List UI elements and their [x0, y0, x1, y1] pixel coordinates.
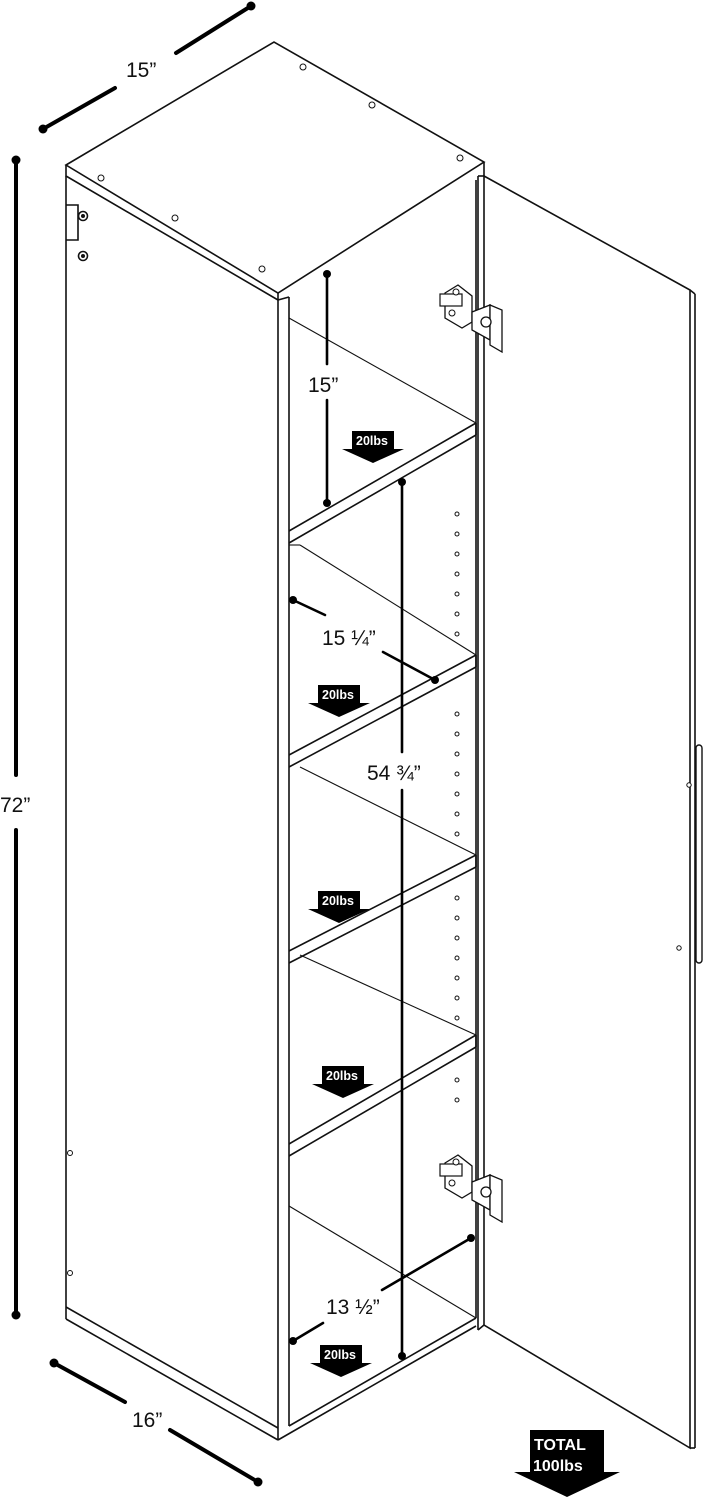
- door-handle: [676, 744, 703, 964]
- total-load-line2: 100lbs: [533, 1458, 583, 1475]
- hinge-bottom: [439, 1154, 503, 1224]
- shelf-2: [288, 544, 477, 768]
- dimension-top-depth: 15”: [38, 1, 256, 134]
- dimension-bottom-compartment-label: 13 ½”: [326, 1296, 380, 1319]
- svg-text:20lbs: 20lbs: [322, 688, 354, 702]
- bottom-compartment-back: [288, 1205, 477, 1319]
- hinge-top: [439, 284, 503, 354]
- dimension-top-compartment-label: 15”: [308, 374, 338, 397]
- load-badge-shelf-3: 20lbs: [308, 891, 370, 923]
- dimension-shelf-spacing: 15 ¼”: [289, 596, 439, 684]
- svg-text:20lbs: 20lbs: [326, 1069, 358, 1083]
- dimension-bottom-width: 16”: [49, 1358, 263, 1487]
- dimension-shelf-spacing-label: 15 ¼”: [322, 627, 376, 650]
- dimension-top-compartment: 15”: [308, 270, 338, 507]
- total-load-line1: TOTAL: [534, 1437, 586, 1454]
- dimension-height: 72”: [0, 155, 30, 1320]
- load-badge-shelf-4: 20lbs: [312, 1066, 374, 1098]
- dimension-top-depth-label: 15”: [126, 59, 156, 82]
- shelf-1: [288, 317, 477, 544]
- total-load-badge: TOTAL 100lbs: [514, 1430, 620, 1497]
- shelf-pin-holes: [454, 511, 460, 1103]
- cabinet-top-panel: [64, 41, 486, 301]
- dimension-height-label: 72”: [0, 794, 30, 817]
- load-badge-shelf-1: 20lbs: [342, 431, 404, 463]
- dimension-bottom-width-label: 16”: [132, 1409, 162, 1432]
- dimension-bottom-compartment: 13 ½”: [289, 1234, 475, 1345]
- dimension-interior-height-label: 54 ¾”: [367, 762, 421, 785]
- svg-text:20lbs: 20lbs: [356, 434, 388, 448]
- cabinet-door: [477, 174, 703, 1450]
- load-badge-shelf-2: 20lbs: [308, 685, 370, 717]
- dimension-interior-height: 54 ¾”: [367, 478, 421, 1360]
- cabinet-interior: [277, 180, 477, 1441]
- shelf-4: [288, 954, 477, 1157]
- load-badge-shelf-5: 20lbs: [310, 1345, 372, 1377]
- svg-text:20lbs: 20lbs: [324, 1348, 356, 1362]
- svg-text:20lbs: 20lbs: [322, 894, 354, 908]
- shelf-3: [288, 766, 477, 964]
- cabinet-left-side-panel: [65, 176, 279, 1441]
